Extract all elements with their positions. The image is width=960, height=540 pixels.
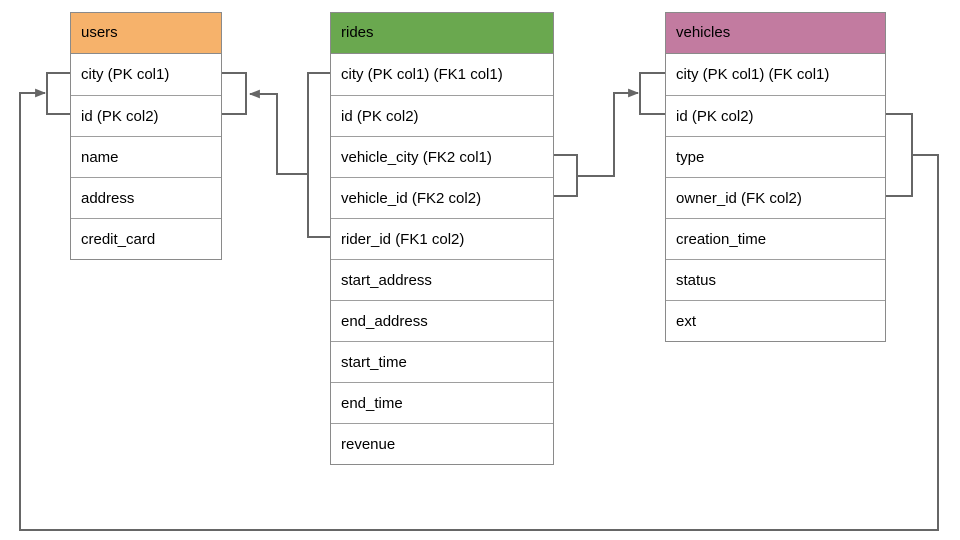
table-row: rider_id (FK1 col2) — [331, 218, 553, 259]
table-row: creation_time — [666, 218, 885, 259]
table-users-header: users — [71, 13, 221, 54]
users-pk-right-bracket — [222, 72, 247, 115]
table-row: id (PK col2) — [331, 95, 553, 136]
table-row: address — [71, 177, 221, 218]
connector-rides-to-vehicles — [553, 72, 665, 197]
table-row: end_time — [331, 382, 553, 423]
table-row: id (PK col2) — [666, 95, 885, 136]
table-row: end_address — [331, 300, 553, 341]
table-row: name — [71, 136, 221, 177]
table-rides-header: rides — [331, 13, 553, 54]
table-row: city (PK col1) — [71, 54, 221, 95]
table-row: vehicle_id (FK2 col2) — [331, 177, 553, 218]
table-row: owner_id (FK col2) — [666, 177, 885, 218]
rides-to-vehicles-arrow-line — [577, 88, 640, 177]
table-vehicles-columns: city (PK col1) (FK col1)id (PK col2)type… — [666, 54, 885, 341]
table-rides: rides city (PK col1) (FK1 col1)id (PK co… — [330, 12, 554, 465]
table-row: ext — [666, 300, 885, 341]
table-row: type — [666, 136, 885, 177]
table-row: id (PK col2) — [71, 95, 221, 136]
table-rides-columns: city (PK col1) (FK1 col1)id (PK col2)veh… — [331, 54, 553, 464]
table-vehicles-header: vehicles — [666, 13, 885, 54]
table-row: credit_card — [71, 218, 221, 259]
table-row: start_time — [331, 341, 553, 382]
table-row: start_address — [331, 259, 553, 300]
table-row: status — [666, 259, 885, 300]
rides-fk2-bracket — [553, 154, 578, 197]
vehicles-fk-bracket — [885, 113, 913, 197]
table-row: city (PK col1) (FK col1) — [666, 54, 885, 95]
table-row: vehicle_city (FK2 col1) — [331, 136, 553, 177]
table-vehicles: vehicles city (PK col1) (FK col1)id (PK … — [665, 12, 886, 342]
connector-rides-to-users — [222, 72, 330, 238]
users-pk-left-bracket — [46, 72, 70, 115]
rides-fk1-bracket — [307, 72, 330, 238]
table-row: city (PK col1) (FK1 col1) — [331, 54, 553, 95]
rides-to-users-arrow-line — [248, 89, 308, 175]
vehicles-pk-left-bracket — [639, 72, 665, 115]
table-row: revenue — [331, 423, 553, 464]
